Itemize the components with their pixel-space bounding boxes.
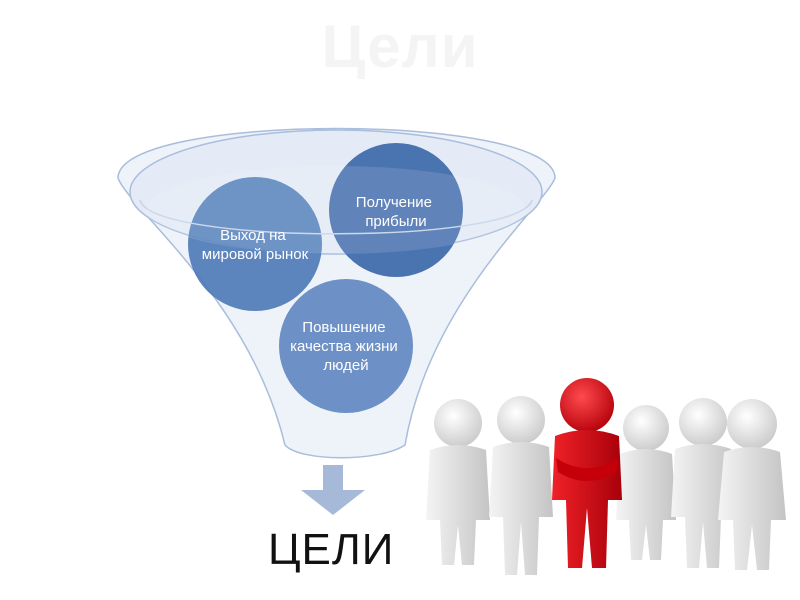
circle-profit [329, 143, 463, 277]
red-leader-icon [552, 378, 622, 568]
person-figure [671, 398, 735, 568]
circle-world-market [188, 177, 322, 311]
circle-quality-of-life [279, 279, 413, 413]
person-figure [426, 399, 490, 565]
slide-title: Цели [321, 13, 479, 80]
label-profit: Получение прибыли [356, 194, 436, 230]
goals-label: ЦЕЛИ [268, 525, 395, 574]
person-figure [489, 396, 553, 575]
people-group-icon [426, 396, 786, 575]
person-figure [616, 405, 676, 560]
label-world-market: Выход на мировой рынок [202, 227, 309, 263]
funnel-rim-inner [139, 199, 533, 235]
label-quality-of-life: Повышение качества жизни людей [290, 319, 402, 374]
down-arrow-icon [301, 465, 365, 515]
person-figure [718, 399, 786, 570]
